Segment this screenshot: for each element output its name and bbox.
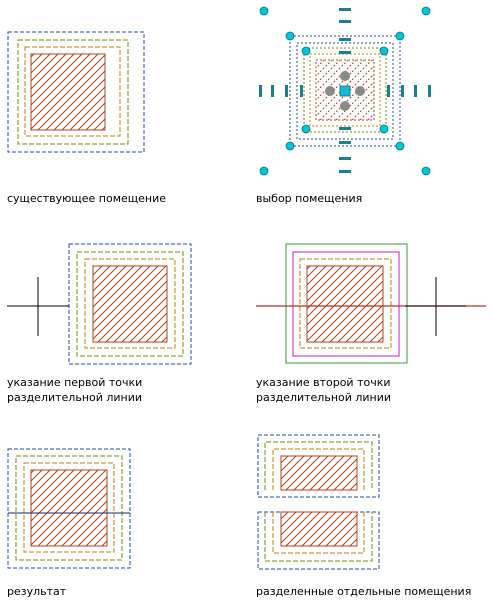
grip-bar-right-3 (414, 85, 417, 97)
grip-bar-bottom-2 (339, 141, 351, 144)
middle-boundary (264, 512, 373, 562)
grip-corner-inner-tr (379, 46, 389, 56)
panel-second-point (256, 243, 486, 364)
inner-boundary (272, 512, 365, 554)
outer-boundary (257, 434, 380, 498)
grip-bar-left-1 (259, 85, 262, 97)
grip-center-bottom (340, 101, 350, 111)
caption-existing-space: существующее помещение (7, 192, 167, 205)
upper-space (257, 434, 380, 498)
grip-corner-inner-br (379, 124, 389, 134)
grip-corner-inner-bl (301, 124, 311, 134)
caption-second-point-line1: указание второй точки (256, 376, 391, 389)
inner-boundary (84, 258, 176, 349)
grip-corner-outer-tl (259, 6, 269, 16)
grip-bar-left-4 (300, 85, 303, 97)
grip-corner-tl (285, 31, 295, 41)
inner-boundary (309, 53, 381, 127)
middle-boundary (264, 441, 373, 490)
grip-bar-top-2 (339, 20, 351, 23)
grip-corner-outer-br (421, 166, 431, 176)
highlight-outer (285, 243, 408, 364)
center-grips (325, 71, 365, 111)
grip-center-square (339, 85, 351, 97)
grip-bar-top-1 (339, 8, 351, 11)
hatched-floor (280, 511, 358, 547)
inner-boundary (24, 46, 121, 137)
middle-boundary (17, 39, 129, 145)
crosshair-cursor (7, 277, 69, 336)
grip-bar-top-4 (339, 51, 351, 54)
grip-bar-right-1 (387, 85, 390, 97)
outer-boundary (7, 31, 145, 153)
panel-existing-space (7, 31, 145, 153)
panel-select-space (259, 6, 431, 176)
grip-center-top (340, 71, 350, 81)
caption-second-point-line2: разделительной линии (256, 391, 392, 404)
grip-bar-right-2 (401, 85, 404, 97)
middle-boundary (303, 47, 387, 133)
inner-boundary (299, 258, 392, 349)
grip-corner-outer-bl (259, 166, 269, 176)
caption-first-point-line1: указание первой точки (7, 376, 143, 389)
outer-boundary-inner-edge (296, 42, 394, 140)
grip-corner-bl (285, 141, 295, 151)
middle-boundary (76, 251, 184, 357)
caption-first-point-line2: разделительной линии (7, 391, 143, 404)
hatched-floor (306, 265, 384, 343)
grip-bar-bottom-4 (339, 170, 351, 173)
crosshair-cursor (405, 277, 466, 336)
caption-result: результат (7, 585, 67, 598)
grip-bar-left-2 (271, 85, 274, 97)
middle-boundary (15, 455, 123, 561)
grip-bar-top-3 (339, 38, 351, 41)
grip-center-left (325, 86, 335, 96)
hatched-floor (30, 469, 108, 547)
grip-bar-right-4 (428, 85, 431, 97)
panel-separated-spaces (257, 434, 380, 570)
grip-bar-left-3 (285, 85, 288, 97)
grip-center-right (355, 86, 365, 96)
grip-bar-bottom-1 (339, 127, 351, 130)
hatched-floor (280, 455, 358, 491)
grip-corner-inner-tl (301, 46, 311, 56)
hatched-floor (92, 265, 168, 343)
outer-boundary (289, 35, 401, 147)
caption-separated-spaces: разделенные отдельные помещения (256, 585, 472, 598)
outer-boundary (7, 448, 131, 569)
inner-boundary (23, 462, 115, 553)
caption-select-space: выбор помещения (256, 192, 363, 205)
grip-corner-br (395, 141, 405, 151)
panel-first-point (7, 243, 192, 365)
corner-grips (259, 6, 431, 176)
inner-boundary (272, 448, 365, 490)
grip-bar-bottom-3 (339, 157, 351, 160)
highlight-middle (292, 251, 400, 357)
outer-boundary (68, 243, 192, 365)
grip-corner-tr (395, 31, 405, 41)
grip-bars (259, 8, 431, 173)
hatched-floor (30, 53, 106, 131)
panel-result (7, 448, 131, 569)
lower-space (257, 511, 380, 570)
grip-corner-outer-tr (421, 6, 431, 16)
